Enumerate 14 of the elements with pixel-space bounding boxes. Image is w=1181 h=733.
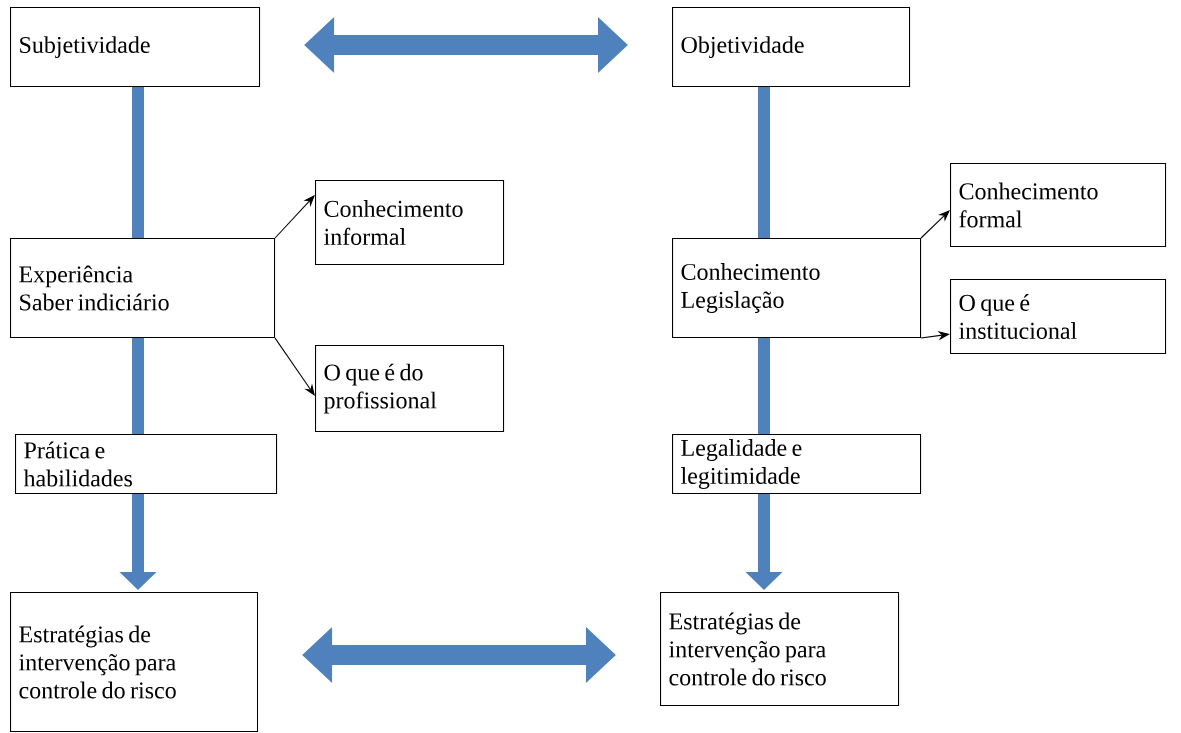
text-box: Experiência Saber indiciário bbox=[10, 238, 276, 339]
text-box: Estratégias de intervenção para controle do risco bbox=[10, 592, 259, 733]
text-box: Prática e habilidades bbox=[15, 434, 278, 495]
text-box: Objetividade bbox=[672, 7, 911, 88]
arrow bbox=[274, 195, 315, 239]
text-box: Legalidade e legitimidade bbox=[672, 434, 922, 495]
text-box: O que é do profissional bbox=[315, 345, 505, 433]
text-box: Conhecimento formal bbox=[950, 163, 1167, 248]
text-box: Subjetividade bbox=[10, 7, 261, 88]
text-box: Estratégias de intervenção para controle do risco bbox=[660, 592, 900, 707]
text-box: Conhecimento Legislação bbox=[672, 238, 922, 339]
text-box: Conhecimento informal bbox=[315, 180, 505, 266]
arrow bbox=[920, 210, 950, 239]
text-box: O que é institucional bbox=[950, 279, 1167, 355]
